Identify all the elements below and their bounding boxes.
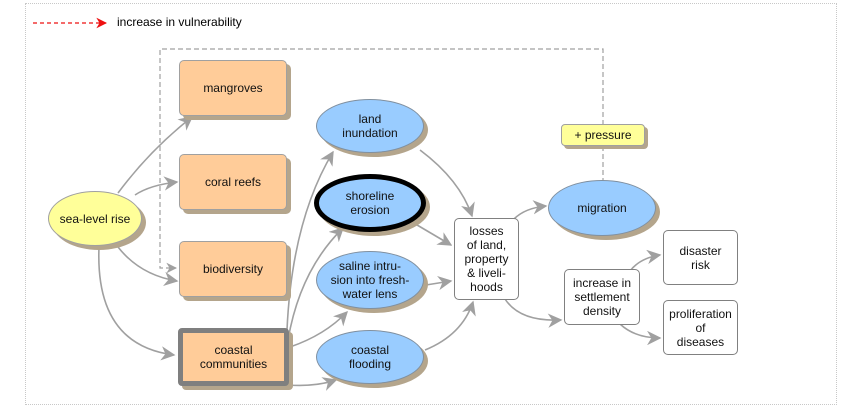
edge-sea-level-rise-to-mangroves — [117, 116, 194, 194]
node-sea-level-rise[interactable]: sea-level rise — [48, 191, 142, 246]
node-mangroves[interactable]: mangroves — [179, 60, 287, 116]
node-label: migration — [577, 201, 627, 215]
node-migration[interactable]: migration — [548, 180, 656, 236]
node-label: proliferation of diseases — [669, 306, 732, 349]
node-biodiversity[interactable]: biodiversity — [179, 241, 287, 297]
edge-losses-to-settlement-density — [504, 298, 563, 328]
node-diseases[interactable]: proliferation of diseases — [663, 300, 738, 355]
node-settlement-density[interactable]: increase in settlement density — [564, 269, 640, 325]
node-label: increase in settlement density — [572, 276, 632, 318]
node-label: land inundation — [342, 112, 398, 140]
edge-sea-level-rise-to-coastal-communities — [98, 246, 176, 361]
edge-losses-to-migration — [513, 200, 548, 220]
node-coastal-communities[interactable]: coastal communities — [178, 328, 289, 386]
node-coastal-flooding[interactable]: coastal flooding — [316, 330, 424, 384]
edge-shoreline-erosion-to-losses — [411, 221, 453, 246]
node-label: losses of land, property & liveli- hoods — [464, 224, 509, 294]
node-label: biodiversity — [202, 262, 264, 276]
node-losses[interactable]: losses of land, property & liveli- hoods — [454, 218, 519, 300]
node-label: mangroves — [203, 81, 263, 95]
edge-land-inundation-to-losses — [419, 149, 475, 218]
node-disaster-risk[interactable]: disaster risk — [663, 230, 738, 285]
edge-saline-intrusion-to-losses — [425, 275, 453, 291]
node-pressure[interactable]: + pressure — [561, 124, 645, 146]
node-label: coastal communities — [199, 343, 268, 371]
node-land-inundation[interactable]: land inundation — [316, 99, 424, 153]
node-shoreline-erosion[interactable]: shoreline erosion — [314, 174, 426, 232]
legend-label: increase in vulnerability — [117, 15, 242, 29]
edge-density-to-diseases — [619, 323, 662, 346]
node-label: shoreline erosion — [345, 189, 395, 217]
edge-communities-to-coastal-flooding — [287, 377, 338, 391]
node-saline-intrusion[interactable]: saline intru- sion into fresh- water len… — [316, 251, 424, 309]
edge-communities-to-land-inundation — [286, 150, 334, 331]
edge-communities-to-saline-intrusion — [289, 310, 348, 348]
edge-communities-to-shoreline-erosion — [287, 226, 345, 341]
edge-sea-level-rise-to-biodiversity — [117, 246, 179, 287]
edge-pressure-to-biodiversity — [159, 48, 604, 274]
edge-coastal-flooding-to-losses — [424, 300, 476, 351]
node-label: disaster risk — [679, 243, 722, 272]
node-label: + pressure — [574, 128, 632, 142]
node-label: saline intru- sion into fresh- water len… — [330, 259, 410, 301]
node-coral-reefs[interactable]: coral reefs — [179, 154, 287, 210]
node-label: sea-level rise — [59, 211, 131, 226]
node-label: coral reefs — [204, 175, 262, 189]
edge-sea-level-rise-to-coral-reefs — [134, 176, 179, 196]
edge-density-to-disaster-risk — [629, 249, 662, 272]
node-label: coastal flooding — [348, 343, 392, 371]
diagram-frame — [25, 3, 837, 405]
